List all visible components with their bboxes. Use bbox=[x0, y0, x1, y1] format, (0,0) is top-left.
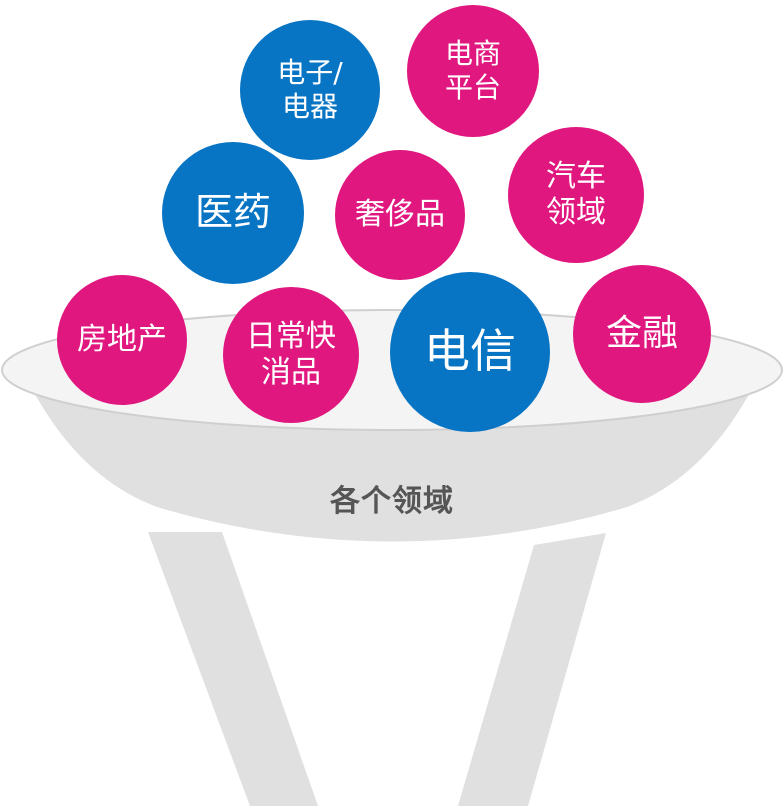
bubble-finance-label: 金融 bbox=[605, 313, 678, 355]
bubble-electronics-label: 电子/ 电器 bbox=[277, 56, 343, 123]
bubble-luxury: 奢侈品 bbox=[335, 150, 465, 280]
bubble-medical-label: 医药 bbox=[194, 190, 271, 235]
bubble-fmcg: 日常快 消品 bbox=[223, 287, 359, 423]
bubble-fmcg-label: 日常快 消品 bbox=[246, 319, 336, 390]
bubble-ecommerce: 电商 平台 bbox=[407, 5, 539, 137]
bubble-realestate-label: 房地产 bbox=[77, 322, 167, 357]
funnel-title: 各个领域 bbox=[330, 484, 454, 519]
bubble-auto-label: 汽车 领域 bbox=[546, 159, 606, 230]
bubble-telecom: 电信 bbox=[390, 272, 550, 432]
funnel-spout-left bbox=[148, 532, 318, 806]
bubble-telecom-label: 电信 bbox=[424, 324, 516, 379]
bubble-realestate: 房地产 bbox=[57, 275, 187, 405]
bubble-medical: 医药 bbox=[162, 142, 304, 284]
bubble-auto: 汽车 领域 bbox=[508, 127, 644, 263]
bubble-ecommerce-label: 电商 平台 bbox=[444, 37, 501, 104]
bubble-luxury-label: 奢侈品 bbox=[355, 197, 445, 232]
funnel-spout-right bbox=[458, 533, 606, 806]
bubble-finance: 金融 bbox=[573, 265, 711, 403]
bubble-electronics: 电子/ 电器 bbox=[240, 20, 380, 160]
